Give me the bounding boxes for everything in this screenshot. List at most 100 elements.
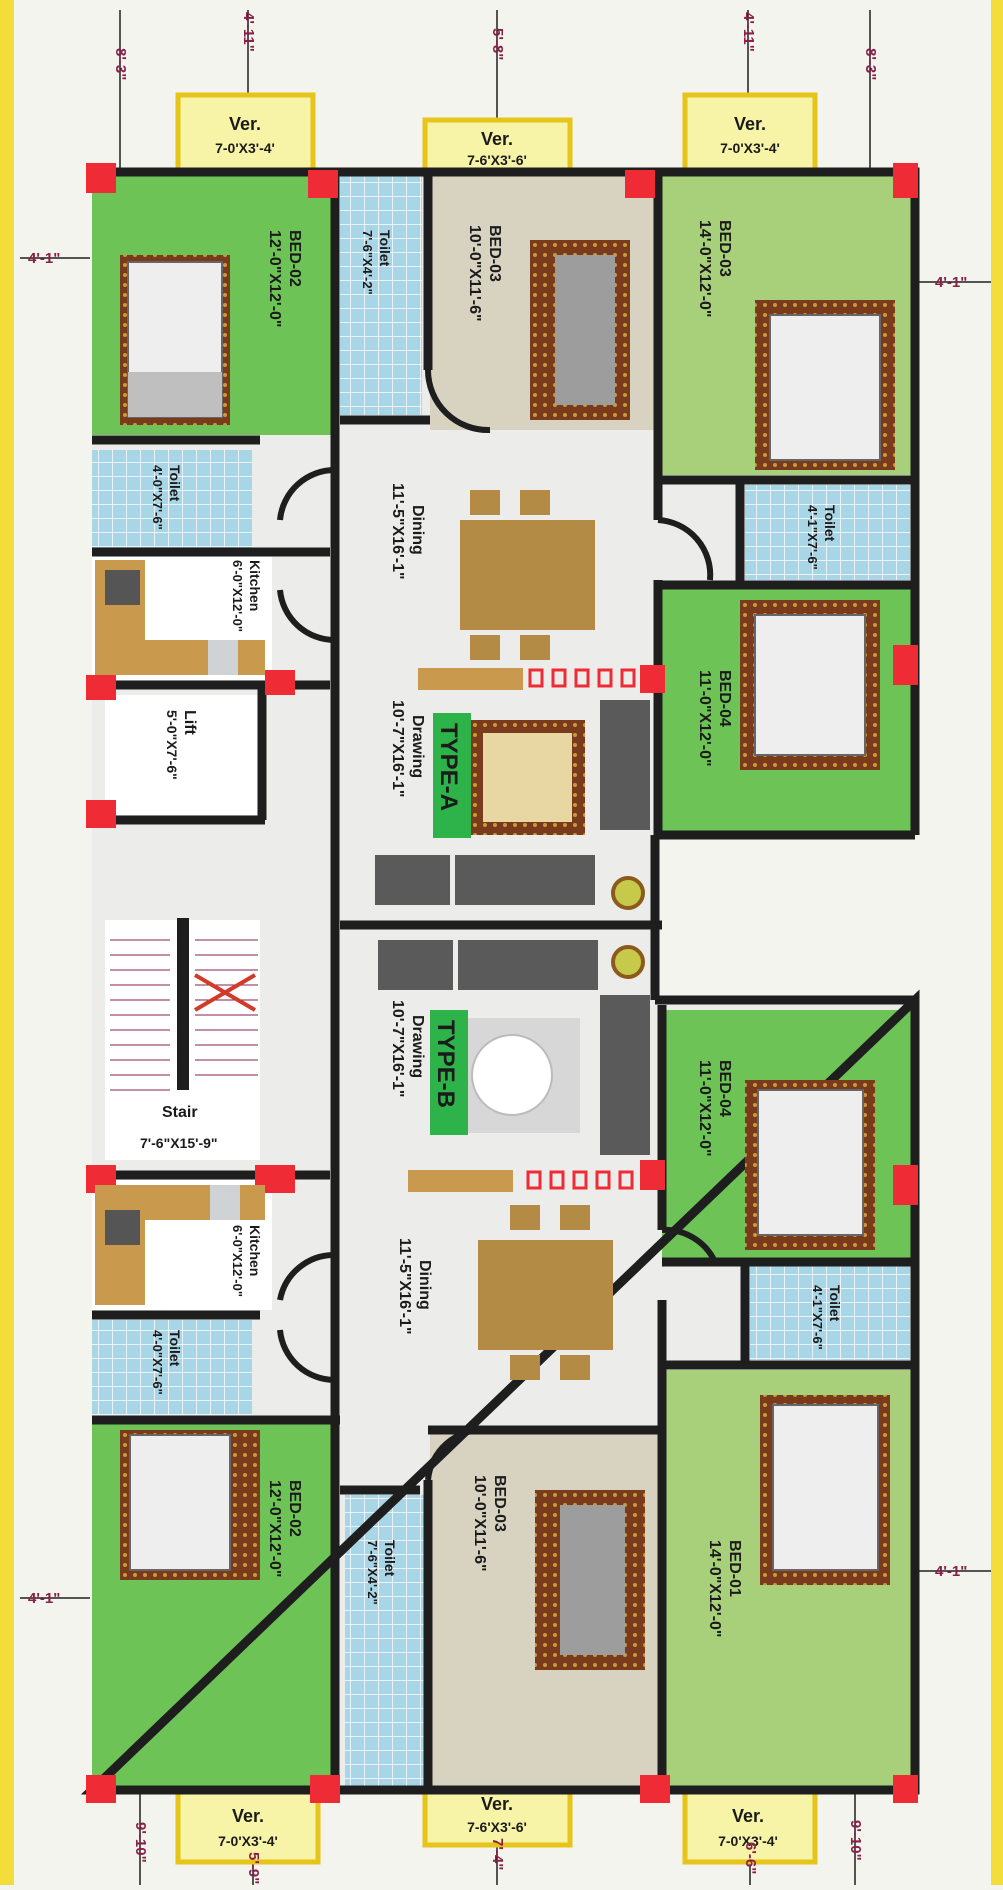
svg-text:Kitchen: Kitchen [247, 560, 263, 611]
sofa-set-b [378, 940, 650, 1155]
label-bed04-b: BED-04 11'-0"X12'-0" [696, 1060, 733, 1157]
svg-text:6'-0"X12'-0": 6'-0"X12'-0" [230, 1225, 245, 1297]
veranda-bottom-center-size: 7-6'X3'-6' [467, 1819, 527, 1835]
svg-text:Dining: Dining [416, 1260, 433, 1310]
svg-text:TYPE-B: TYPE-B [432, 1020, 459, 1108]
bed-bed04-b [745, 1080, 875, 1250]
svg-text:10'-7"X16'-1": 10'-7"X16'-1" [389, 700, 406, 798]
dim-top-1: 8'-3" [112, 48, 129, 80]
veranda-bottom-left [175, 1787, 321, 1865]
dimension-lines [20, 10, 995, 1885]
dimension-labels: 8'-3" 4'-11" 5'-8" 4'-11" 8'-3" 9'-10" 5… [28, 12, 967, 1884]
label-bed03-top: BED-03 10'-0"X11'-6" [466, 225, 503, 322]
label-drawing-a: Drawing 10'-7"X16'-1" [389, 700, 426, 798]
svg-text:14'-0"X12'-0": 14'-0"X12'-0" [706, 1540, 723, 1638]
veranda-bottom-center-name: Ver. [481, 1794, 513, 1814]
veranda-bottom-left-size: 7-0'X3'-4' [218, 1833, 278, 1849]
dim-top-5: 8'-3" [862, 48, 879, 80]
dim-right-1: 4'-1" [935, 274, 967, 291]
veranda-top-right-size: 7-0'X3'-4' [720, 140, 780, 156]
dim-bottom-3: 7'-4" [489, 1838, 506, 1870]
svg-text:Toilet: Toilet [822, 505, 838, 542]
svg-text:BED-04: BED-04 [716, 670, 733, 727]
room-toilet-right-a [745, 485, 910, 580]
label-bed03-master: BED-03 14'-0"X12'-0" [696, 220, 733, 318]
svg-text:4'-0"X7'-6": 4'-0"X7'-6" [150, 1330, 165, 1395]
dining-table-a [460, 490, 595, 660]
label-dining-b: Dining 11'-5"X16'-1" [396, 1238, 433, 1335]
label-toilet-right-b: Toilet 4'-1"X7'-6" [810, 1285, 843, 1350]
dim-bottom-4: 6'-6" [742, 1842, 759, 1874]
kitchen-counter-b [95, 1185, 265, 1305]
svg-text:4'-1"X7'-6": 4'-1"X7'-6" [805, 505, 820, 570]
svg-text:BED-03: BED-03 [491, 1475, 508, 1532]
dim-bottom-5: 9'-10" [847, 1820, 864, 1861]
svg-text:6'-0"X12'-0": 6'-0"X12'-0" [230, 560, 245, 632]
svg-text:11'-5"X16'-1": 11'-5"X16'-1" [396, 1238, 413, 1335]
svg-text:11'-5"X16'-1": 11'-5"X16'-1" [389, 483, 406, 580]
label-dining-a: Dining 11'-5"X16'-1" [389, 483, 426, 580]
dim-top-3: 5'-8" [489, 28, 506, 60]
svg-text:Toilet: Toilet [377, 230, 393, 267]
svg-text:4'-1"X7'-6": 4'-1"X7'-6" [810, 1285, 825, 1350]
svg-text:Lift: Lift [181, 710, 198, 736]
dining-table-b [478, 1205, 613, 1380]
bed-top-center [530, 240, 630, 420]
veranda-labels: Ver. 7-0'X3'-4' Ver. 7-6'X3'-6' Ver. 7-0… [215, 114, 780, 1849]
label-stair: Stair [162, 1104, 198, 1121]
svg-text:Drawing: Drawing [409, 715, 426, 778]
label-kitchen-b: Kitchen 6'-0"X12'-0" [230, 1225, 263, 1297]
svg-text:BED-03: BED-03 [716, 220, 733, 277]
veranda-bottom-right-size: 7-0'X3'-4' [718, 1833, 778, 1849]
dim-top-2: 4'-11" [240, 12, 257, 52]
label-toilet-top: Toilet 7'-6"X4'-2" [360, 230, 393, 295]
left-yellow-border [0, 0, 14, 1885]
kitchen-counter-a [95, 560, 265, 675]
svg-text:Toilet: Toilet [167, 1330, 183, 1367]
dim-top-4: 4'-11" [740, 12, 757, 52]
exterior-notch [655, 835, 917, 1000]
right-yellow-border [991, 0, 1003, 1885]
label-stair-size: 7'-6"X15'-9" [140, 1135, 218, 1151]
dim-left-1: 4'-1" [28, 250, 60, 267]
svg-text:7'-6"X4'-2": 7'-6"X4'-2" [365, 1540, 380, 1605]
label-toilet-left-b: Toilet 4'-0"X7'-6" [150, 1330, 183, 1395]
type-b-badge: TYPE-B [430, 1010, 468, 1135]
label-lift: Lift 5'-0"X7'-6" [164, 710, 198, 780]
svg-text:Kitchen: Kitchen [247, 1225, 263, 1276]
label-bed01: BED-01 14'-0"X12'-0" [706, 1540, 743, 1638]
veranda-top-center-size: 7-6'X3'-6' [467, 152, 527, 168]
veranda-top-center-name: Ver. [481, 129, 513, 149]
bed-top-right [755, 300, 895, 470]
svg-text:BED-02: BED-02 [286, 230, 303, 287]
svg-text:Drawing: Drawing [409, 1015, 426, 1078]
columns [86, 163, 918, 1803]
door-swings [277, 369, 718, 1481]
svg-text:11'-0"X12'-0": 11'-0"X12'-0" [696, 1060, 713, 1157]
room-toilet-right-b [750, 1265, 910, 1360]
stair-divider [177, 918, 189, 1090]
label-bed03-bottom: BED-03 10'-0"X11'-6" [471, 1475, 508, 1572]
label-toilet-left-a: Toilet 4'-0"X7'-6" [150, 465, 183, 530]
stair-steps [110, 939, 258, 1091]
label-bed02-bottom: BED-02 12'-0"X12'-0" [266, 1480, 303, 1578]
dining-sideboard-a [418, 668, 636, 690]
dim-left-2: 4'-1" [28, 1590, 60, 1607]
label-toilet-right-a: Toilet 4'-1"X7'-6" [805, 505, 838, 570]
room-toilet-left-a [92, 450, 252, 550]
veranda-top-right [682, 92, 818, 173]
label-bed02-top: BED-02 12'-0"X12'-0" [266, 230, 303, 328]
bed-top-left [120, 255, 230, 425]
label-toilet-bottom: Toilet 7'-6"X4'-2" [365, 1540, 398, 1605]
dim-right-2: 4'-1" [935, 1563, 967, 1580]
svg-text:10'-0"X11'-6": 10'-0"X11'-6" [471, 1475, 488, 1572]
veranda-top-center [422, 117, 573, 178]
label-kitchen-a: Kitchen 6'-0"X12'-0" [230, 560, 263, 632]
dining-sideboard-b [408, 1170, 634, 1192]
veranda-top-left-size: 7-0'X3'-4' [215, 140, 275, 156]
type-a-badge: TYPE-A [433, 713, 471, 838]
svg-text:11'-0"X12'-0": 11'-0"X12'-0" [696, 670, 713, 767]
svg-text:10'-7"X16'-1": 10'-7"X16'-1" [389, 1000, 406, 1098]
bed-bottom-right [760, 1395, 890, 1585]
